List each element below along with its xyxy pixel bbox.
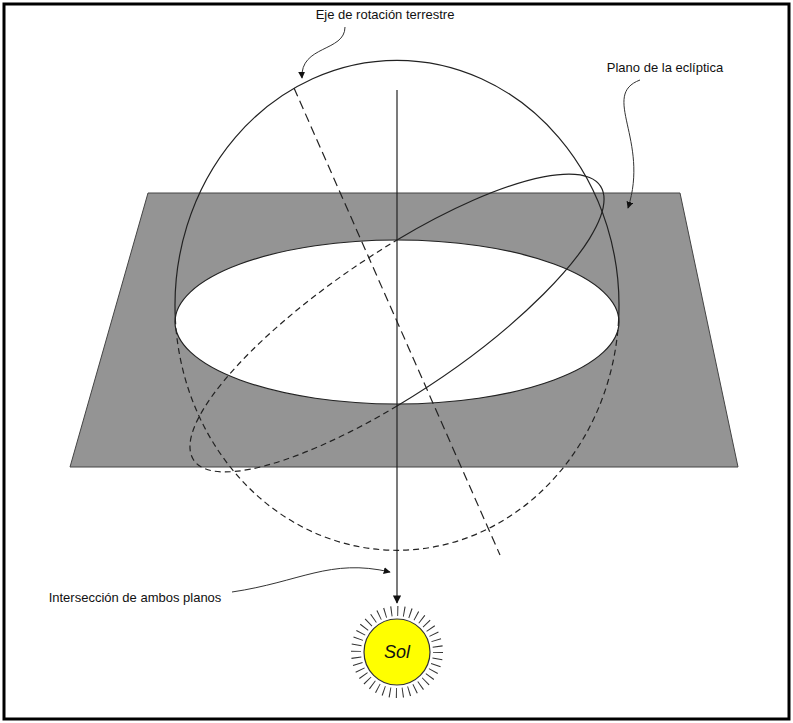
equator-front (320, 129, 639, 407)
ecliptic-plane (70, 193, 738, 467)
callout-label: Plano de la eclíptica (605, 60, 725, 76)
equator-back (155, 239, 474, 517)
sun-rays (356, 611, 438, 693)
callout-label: Intersección de ambos planos (47, 590, 224, 606)
leader-line (302, 27, 345, 78)
sun-circle: Sol (363, 618, 431, 686)
sun-disc (364, 619, 430, 685)
leader-line (232, 568, 390, 592)
sun-label: Sol (363, 618, 431, 686)
callout-label: Eje de rotación terrestre (314, 7, 457, 23)
outer-frame (4, 4, 789, 719)
intersection-line (396, 90, 397, 603)
leader-line (624, 80, 640, 208)
